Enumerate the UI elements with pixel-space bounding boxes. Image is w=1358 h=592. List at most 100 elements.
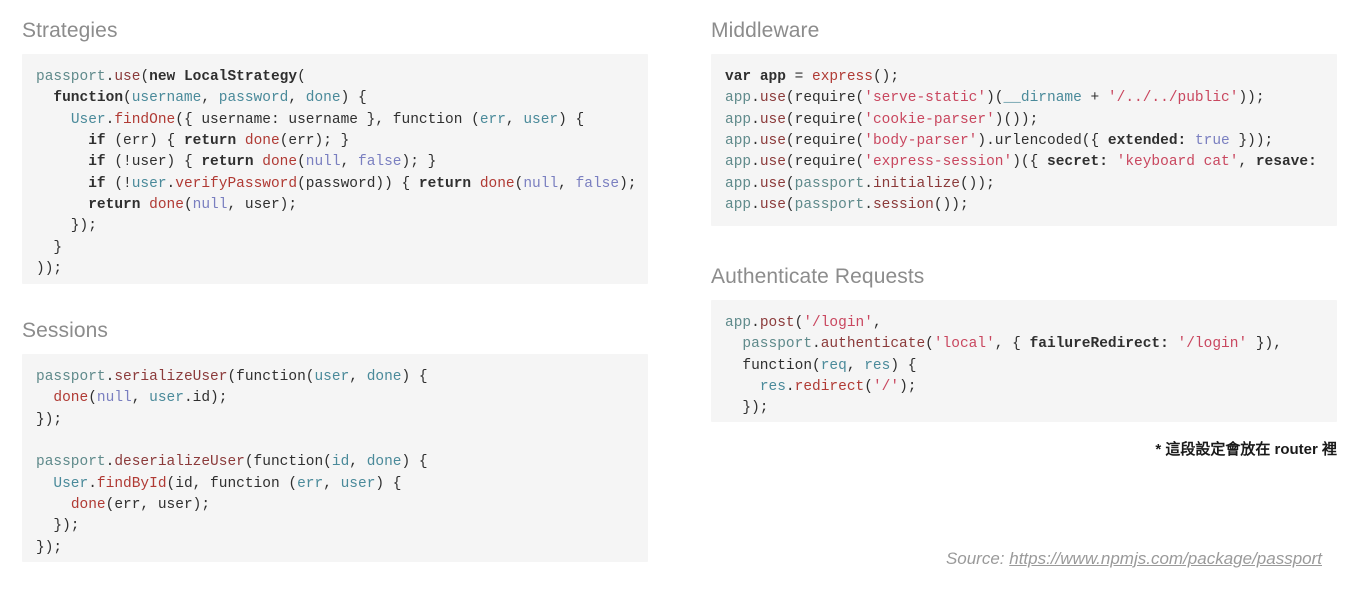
- code-token: '/': [872, 379, 900, 396]
- code-token: 'express-session': [864, 154, 1013, 171]
- code-token: ,: [201, 90, 219, 107]
- code-token: [1108, 154, 1117, 170]
- code-token: post: [759, 315, 795, 332]
- code-token: deserializeUser: [114, 454, 245, 471]
- code-token: secret:: [1047, 154, 1108, 171]
- source-label: Source:: [945, 549, 1010, 568]
- code-token: session: [872, 196, 934, 213]
- code-token: .: [864, 196, 873, 213]
- code-token: done: [70, 496, 106, 513]
- code-token: .: [751, 111, 760, 128]
- code-token: [36, 176, 88, 192]
- code-token: (: [785, 196, 795, 213]
- code-token: .: [166, 175, 176, 192]
- code-token: LocalStrategy: [183, 69, 298, 86]
- code-token: (require(: [785, 133, 865, 150]
- code-token: ); }: [401, 154, 437, 171]
- section-title-middleware: Middleware: [711, 19, 820, 42]
- code-token: ());: [933, 196, 969, 213]
- code-token: app: [725, 111, 752, 128]
- code-token: return: [88, 196, 141, 213]
- code-token: true: [1194, 133, 1230, 150]
- code-authenticate: app.post('/login', passport.authenticate…: [725, 313, 1323, 419]
- code-token: if: [88, 175, 106, 192]
- code-token: .: [751, 175, 760, 192]
- code-token: , {: [994, 336, 1030, 353]
- code-token: ,: [323, 475, 341, 492]
- code-token: .: [751, 315, 760, 332]
- code-token: passport: [36, 454, 106, 471]
- code-token: .: [864, 175, 873, 192]
- code-token: [140, 197, 149, 213]
- code-token: password: [218, 90, 289, 107]
- code-token: passport: [742, 336, 813, 353]
- code-token: User: [53, 475, 89, 492]
- code-token: .: [751, 196, 760, 213]
- code-token: initialize: [872, 175, 960, 192]
- code-token: ,: [349, 454, 367, 471]
- code-token: ({ username: username }, function (: [175, 111, 480, 128]
- code-token: (require(: [785, 154, 865, 171]
- code-token: [725, 379, 760, 395]
- code-token: done: [53, 390, 89, 407]
- code-token: null: [96, 390, 132, 407]
- code-token: ) {: [401, 369, 428, 386]
- code-token: [36, 154, 88, 170]
- code-token: user: [149, 390, 184, 407]
- code-token: findById: [96, 475, 167, 492]
- code-token: (password)) {: [297, 175, 419, 192]
- code-token: app: [725, 196, 752, 213]
- code-token: app: [759, 69, 786, 86]
- code-token: use: [759, 111, 786, 128]
- code-token: [36, 497, 71, 513]
- code-token: use: [759, 175, 786, 192]
- code-token: app: [725, 175, 752, 192]
- code-token: (function(: [227, 369, 315, 386]
- code-token: ); }: [619, 175, 634, 192]
- code-token: [725, 336, 742, 352]
- code-token: +: [1081, 90, 1108, 107]
- code-token: ));: [36, 260, 63, 277]
- code-strategies: passport.use(new LocalStrategy( function…: [36, 67, 634, 280]
- code-token: (: [183, 196, 193, 213]
- code-token: [36, 197, 88, 213]
- code-token: function(: [725, 357, 821, 374]
- code-middleware: var app = express(); app.use(require('se…: [725, 67, 1323, 216]
- code-token: [175, 69, 184, 85]
- code-token: err: [479, 111, 506, 128]
- code-token: .id);: [183, 390, 228, 407]
- code-token: redirect: [794, 379, 865, 396]
- code-token: 'keyboard cat': [1116, 154, 1239, 171]
- code-block-strategies: passport.use(new LocalStrategy( function…: [22, 54, 648, 285]
- code-token: null: [305, 154, 341, 171]
- code-token: verifyPassword: [175, 175, 298, 192]
- code-token: .: [105, 69, 115, 86]
- code-token: if: [88, 154, 106, 171]
- source-url[interactable]: https://www.npmjs.com/package/passport: [1009, 549, 1322, 568]
- code-token: ,: [340, 154, 358, 171]
- code-token: ,: [1238, 154, 1256, 171]
- code-token: function: [36, 90, 124, 107]
- code-token: app: [725, 315, 752, 332]
- code-token: 'serve-static': [864, 90, 987, 107]
- code-token: passport: [794, 196, 865, 213]
- section-title-authenticate: Authenticate Requests: [711, 265, 925, 288]
- code-token: req: [820, 357, 847, 374]
- code-token: (: [88, 390, 97, 407]
- code-token: (: [925, 336, 934, 353]
- code-token: done: [479, 175, 515, 192]
- code-token: ,: [846, 357, 865, 374]
- code-token: '/login': [1177, 336, 1248, 353]
- code-token: .: [785, 379, 795, 396]
- code-token: id: [331, 454, 350, 471]
- code-token: [36, 112, 71, 128]
- code-token: done: [149, 196, 184, 213]
- code-token: username: [131, 90, 202, 107]
- code-token: });: [36, 218, 97, 235]
- code-token: ,: [349, 369, 367, 386]
- section-sessions: Sessions passport.serializeUser(function…: [22, 318, 648, 563]
- code-token: [1186, 133, 1195, 149]
- code-token: '/../../public': [1107, 90, 1239, 107]
- code-token: ));: [1238, 90, 1265, 107]
